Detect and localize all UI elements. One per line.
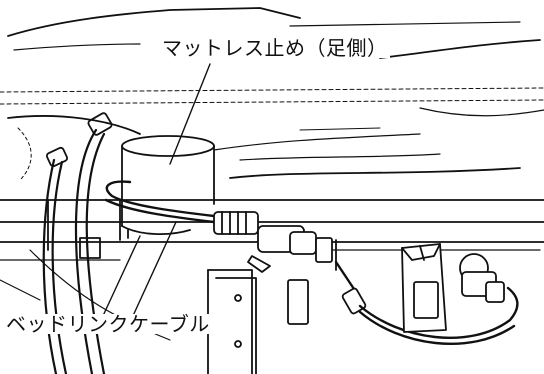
leader-cable-1: [101, 235, 141, 319]
leader-cable-2: [131, 221, 177, 319]
bed-link-cable-label: ベッドリンクケーブル: [4, 312, 212, 336]
mattress-stopper: [121, 135, 215, 239]
connector-icon: [213, 211, 333, 263]
leader-mattress-stopper: [169, 63, 211, 165]
leader-lines: [101, 63, 211, 319]
clip-icon: [401, 243, 447, 333]
mattress-stopper-label: マットレス止め（足側）: [160, 36, 390, 60]
mattress: [0, 7, 544, 181]
connector-icon: [45, 112, 113, 168]
bed-link-cable: [104, 180, 519, 345]
connector-icon: [459, 253, 505, 303]
